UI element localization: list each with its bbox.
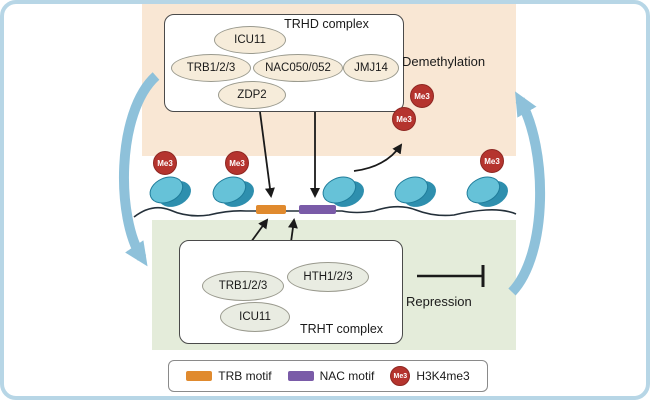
me3-badge-nucleosome-1: Me3 bbox=[153, 151, 177, 175]
nucleosome-2 bbox=[212, 176, 254, 207]
nucleosome-3 bbox=[322, 176, 364, 207]
legend-item-trb: TRB motif bbox=[186, 369, 272, 383]
me3-badge-nucleosome-5: Me3 bbox=[480, 149, 504, 173]
demethylation-label: Demethylation bbox=[402, 54, 486, 69]
nac-motif bbox=[299, 205, 336, 214]
trhd-complex-title: TRHD complex bbox=[284, 17, 369, 31]
nucleosome-1 bbox=[149, 176, 191, 207]
legend: TRB motif NAC motif Me3 H3K4me3 bbox=[168, 360, 488, 392]
me3-badge-released-1: Me3 bbox=[410, 84, 434, 108]
oval-nac050-052: NAC050/052 bbox=[253, 54, 343, 82]
cycle-arrow-right bbox=[508, 91, 546, 296]
trb-motif bbox=[256, 205, 286, 214]
trb-motif-swatch bbox=[186, 371, 213, 381]
oval-trb123-bottom: TRB1/2/3 bbox=[202, 271, 284, 301]
legend-nac-label: NAC motif bbox=[319, 369, 375, 383]
trht-complex-title: TRHT complex bbox=[299, 322, 384, 336]
oval-zdp2: ZDP2 bbox=[218, 81, 286, 109]
repression-label: Repression bbox=[406, 294, 472, 309]
oval-icu11-bottom: ICU11 bbox=[220, 302, 290, 332]
oval-trb123-top: TRB1/2/3 bbox=[171, 54, 251, 82]
nac-motif-swatch bbox=[287, 371, 314, 381]
me3-badge-released-2: Me3 bbox=[392, 107, 416, 131]
nucleosome-4 bbox=[394, 176, 436, 207]
legend-me3-label: H3K4me3 bbox=[416, 369, 470, 383]
legend-item-me3: Me3 H3K4me3 bbox=[390, 366, 470, 386]
legend-item-nac: NAC motif bbox=[287, 369, 375, 383]
oval-jmj14: JMJ14 bbox=[343, 54, 399, 82]
oval-hth123: HTH1/2/3 bbox=[287, 262, 369, 292]
me3-badge-legend: Me3 bbox=[390, 366, 411, 386]
legend-trb-label: TRB motif bbox=[218, 369, 272, 383]
oval-icu11-top: ICU11 bbox=[214, 26, 286, 54]
dna-strand bbox=[133, 205, 517, 218]
nucleosome-5 bbox=[466, 176, 508, 207]
me3-badge-nucleosome-2: Me3 bbox=[225, 151, 249, 175]
